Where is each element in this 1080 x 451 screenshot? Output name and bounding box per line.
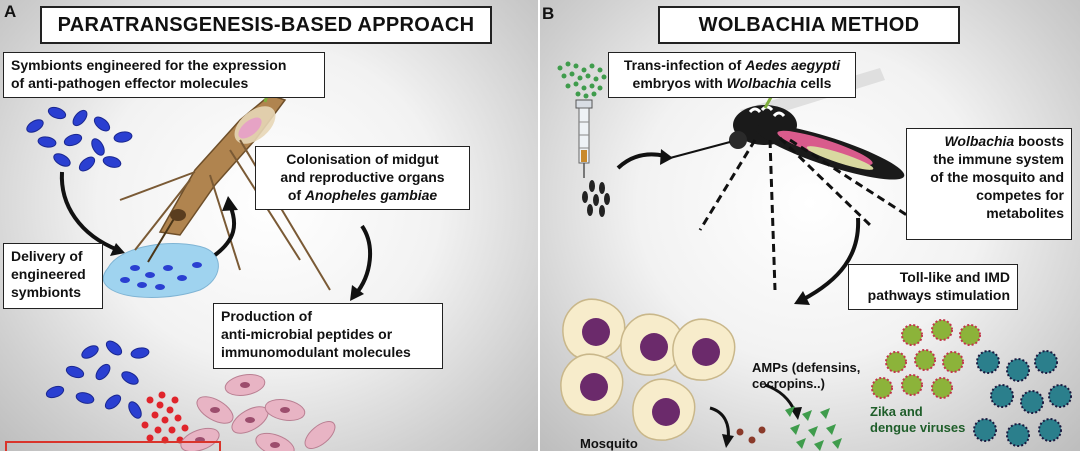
symbionts-line-1: Symbionts engineered for the expression <box>11 57 287 73</box>
symbiont-cluster-top <box>26 106 133 172</box>
panel-b-title: WOLBACHIA METHOD <box>658 6 960 44</box>
viruses-line-1: Zika and <box>870 404 923 419</box>
colonisation-species: Anopheles gambiae <box>304 187 438 203</box>
colonisation-box: Colonisation of midgut and reproductive … <box>255 146 470 210</box>
arrow-embryos-to-mosquito <box>616 152 666 170</box>
mosquito-label: Mosquito <box>580 436 638 451</box>
panel-b-letter: B <box>542 4 555 23</box>
aedes-mosquito <box>669 68 931 291</box>
boost-line-4: competes for <box>976 187 1064 203</box>
viruses-label: Zika and dengue viruses <box>870 404 965 436</box>
production-line-1: Production of <box>221 308 312 324</box>
arrow-delivery-to-colonisation <box>213 204 237 257</box>
toll-line-1: Toll-like and IMD <box>899 269 1010 285</box>
sugar-feeder-blob <box>102 243 219 298</box>
delivery-box: Delivery of engineered symbionts <box>3 243 103 309</box>
hemocyte-cells <box>560 298 736 441</box>
colonisation-line-3: of Anopheles gambiae <box>263 186 462 204</box>
effector-molecules <box>141 391 189 444</box>
transinfection-line-2-a: embryos with <box>632 75 727 91</box>
colonisation-line-1: Colonisation of midgut <box>286 151 439 167</box>
panel-b-title-text: WOLBACHIA METHOD <box>698 14 920 36</box>
toll-imd-box: Toll-like and IMD pathways stimulation <box>848 264 1018 310</box>
delivery-line-3: symbionts <box>11 284 82 300</box>
anopheles-mosquito <box>119 69 331 291</box>
delivery-line-2: engineered <box>11 266 86 282</box>
symbionts-box: Symbionts engineered for the expression … <box>3 52 325 98</box>
colonisation-line-3-prefix: of <box>287 187 305 203</box>
transinfection-line-1: Trans-infection of Aedes aegypti <box>616 56 848 74</box>
symbiont-cluster-bottom <box>45 340 150 419</box>
panel-a: A PARATRANSGENESIS-BASED APPROACH Symbio… <box>0 0 538 451</box>
amp-molecules <box>785 406 842 451</box>
delivery-line-1: Delivery of <box>11 248 83 264</box>
production-box: Production of anti-microbial peptides or… <box>213 303 443 369</box>
panel-a-letter: A <box>4 2 17 21</box>
toll-line-2: pathways stimulation <box>867 287 1010 303</box>
transinfection-line-2-c: cells <box>796 75 832 91</box>
boost-line-1: Wolbachia boosts <box>914 132 1064 150</box>
red-outline-box <box>5 441 221 451</box>
boost-wolbachia: Wolbachia <box>944 133 1015 149</box>
boost-line-3: of the mosquito and <box>930 169 1064 185</box>
amps-line-1: AMPs (defensins, <box>752 360 861 375</box>
transinfection-box: Trans-infection of Aedes aegypti embryos… <box>608 52 856 98</box>
wolbachia-boost-box: Wolbachia boosts the immune system of th… <box>906 128 1072 240</box>
transinfection-line-1-a: Trans-infection of <box>623 57 746 73</box>
transinfection-species: Aedes aegypti <box>745 57 841 73</box>
production-line-3: immunomodulant molecules <box>221 344 411 360</box>
colonisation-line-2: and reproductive organs <box>280 169 445 185</box>
wolbachia-cells <box>557 61 607 99</box>
boost-line-2: the immune system <box>933 151 1064 167</box>
amps-label: AMPs (defensins, cecropins..) <box>752 360 860 392</box>
transinfection-wolbachia: Wolbachia <box>726 75 797 91</box>
transinfection-line-2: embryos with Wolbachia cells <box>616 74 848 92</box>
arrow-symbionts-to-delivery <box>59 171 119 252</box>
panel-b: B WOLBACHIA METHOD Trans-infection of Ae… <box>540 0 1080 451</box>
boost-line-5: metabolites <box>986 205 1064 221</box>
viruses-line-2: dengue viruses <box>870 420 966 435</box>
embryos <box>582 180 610 217</box>
boost-line-1-rest: boosts <box>1014 133 1064 149</box>
amps-line-2: cecropins..) <box>752 376 825 391</box>
arrow-colonisation-to-production <box>353 224 373 297</box>
production-line-2: anti-microbial peptides or <box>221 326 393 342</box>
arrow-mosquito-to-hemocytes <box>801 217 861 302</box>
panel-a-title: PARATRANSGENESIS-BASED APPROACH <box>40 6 492 44</box>
panel-a-title-text: PARATRANSGENESIS-BASED APPROACH <box>57 14 475 36</box>
panel-a-illustration <box>26 69 373 451</box>
syringe-icon <box>575 99 593 178</box>
symbionts-line-2: of anti-pathogen effector molecules <box>11 75 249 91</box>
zika-dengue-viruses <box>871 319 1072 447</box>
